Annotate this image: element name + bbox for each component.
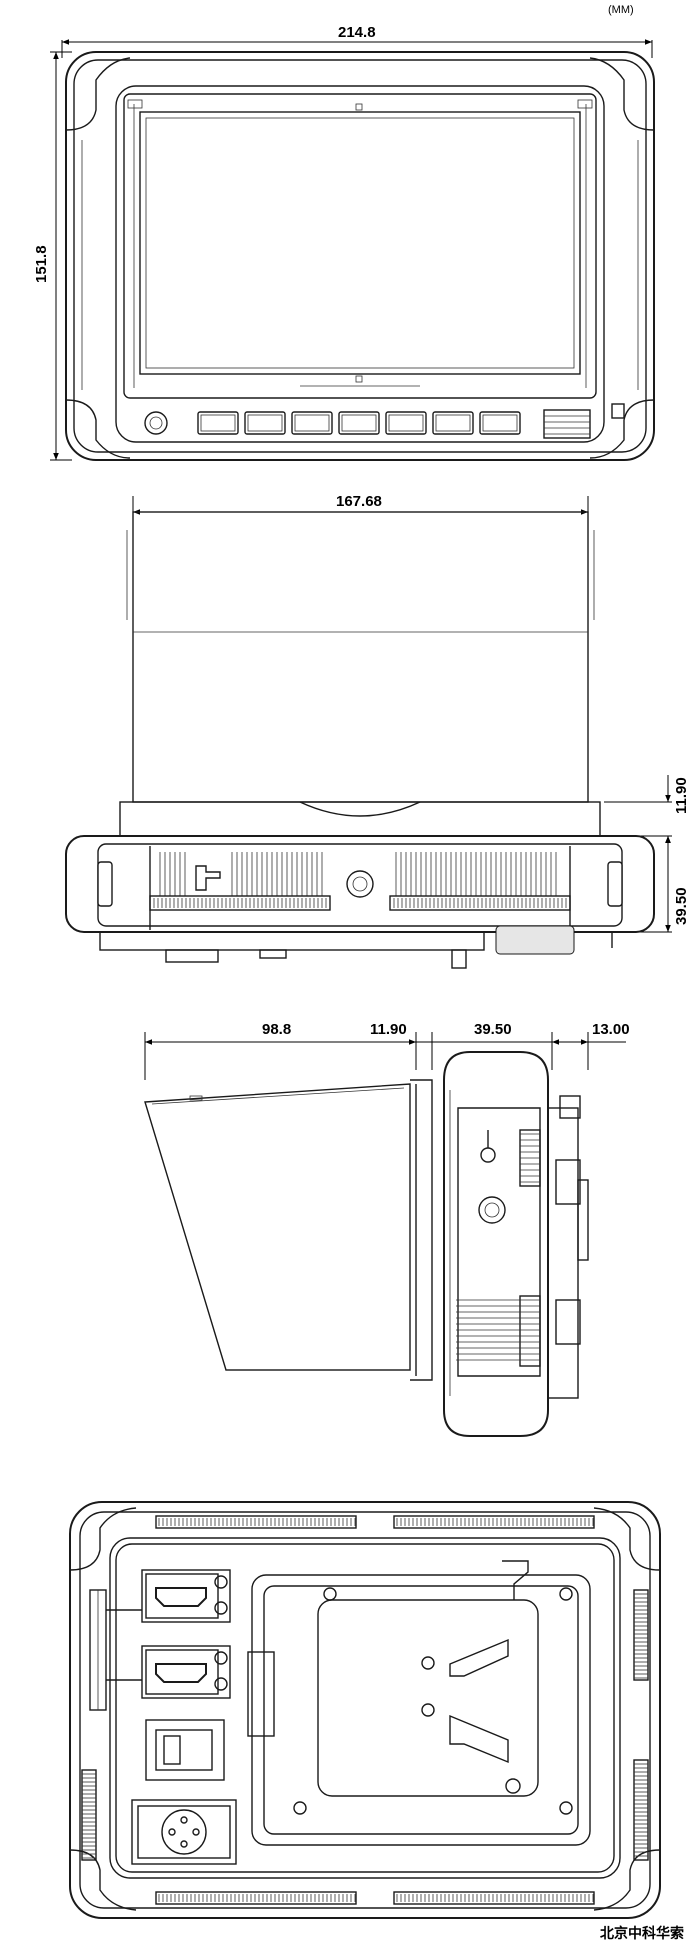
side-hood-extension-label: 98.8 [262,1021,291,1038]
top-hood-width-label: 167.68 [336,493,382,510]
side-grip-bottom [456,1295,541,1367]
front-bezel [115,85,605,443]
back-side-vents [81,1589,649,1861]
back-vents [155,1515,595,1905]
back-inner-panel [109,1537,621,1879]
top-connector [195,865,221,891]
top-fins-right [393,852,567,908]
xlr-power-input [131,1799,237,1865]
side-view: 98.8 11.90 39.50 13.00 [144,1021,630,1437]
side-hood [144,1083,411,1371]
side-body-depth-label: 39.50 [474,1021,512,1038]
back-view [69,1501,661,1919]
v-mount-plate [247,1560,591,1846]
front-button [291,411,333,435]
power-switch [145,1719,225,1781]
front-button [338,411,380,435]
front-button-row [197,411,521,435]
top-body [65,835,655,933]
side-rear-plate [547,1107,579,1399]
front-button [244,411,286,435]
watermark: 北京中科华索 [600,1925,684,1941]
power-knob [144,411,168,435]
side-plate-depth-label: 13.00 [592,1021,630,1038]
side-grip-top [519,1129,541,1187]
front-button [432,411,474,435]
top-round-port [346,870,374,898]
side-body [443,1051,549,1437]
side-hood-thickness-label: 11.90 [370,1021,407,1038]
front-button [479,411,521,435]
hdmi-port-1 [141,1569,231,1623]
speaker-grille [543,409,591,439]
top-view: 167.68 11.90 39.50 [65,493,690,969]
back-body-outer [69,1501,661,1919]
front-height-label: 151.8 [33,245,50,283]
front-width-label: 214.8 [338,24,376,41]
top-body-depth-label: 39.50 [673,887,690,925]
top-hood [132,511,589,803]
front-view: 214.8 151.8 [33,24,655,461]
top-hood-height-label: 11.90 [673,777,690,814]
unit-label: (MM) [608,4,634,16]
front-button [385,411,427,435]
front-body-outer [65,51,655,461]
top-fins-left [153,852,327,908]
front-screen [139,111,581,375]
side-knob [478,1196,506,1224]
hdmi-port-2 [141,1645,231,1699]
front-button [197,411,239,435]
